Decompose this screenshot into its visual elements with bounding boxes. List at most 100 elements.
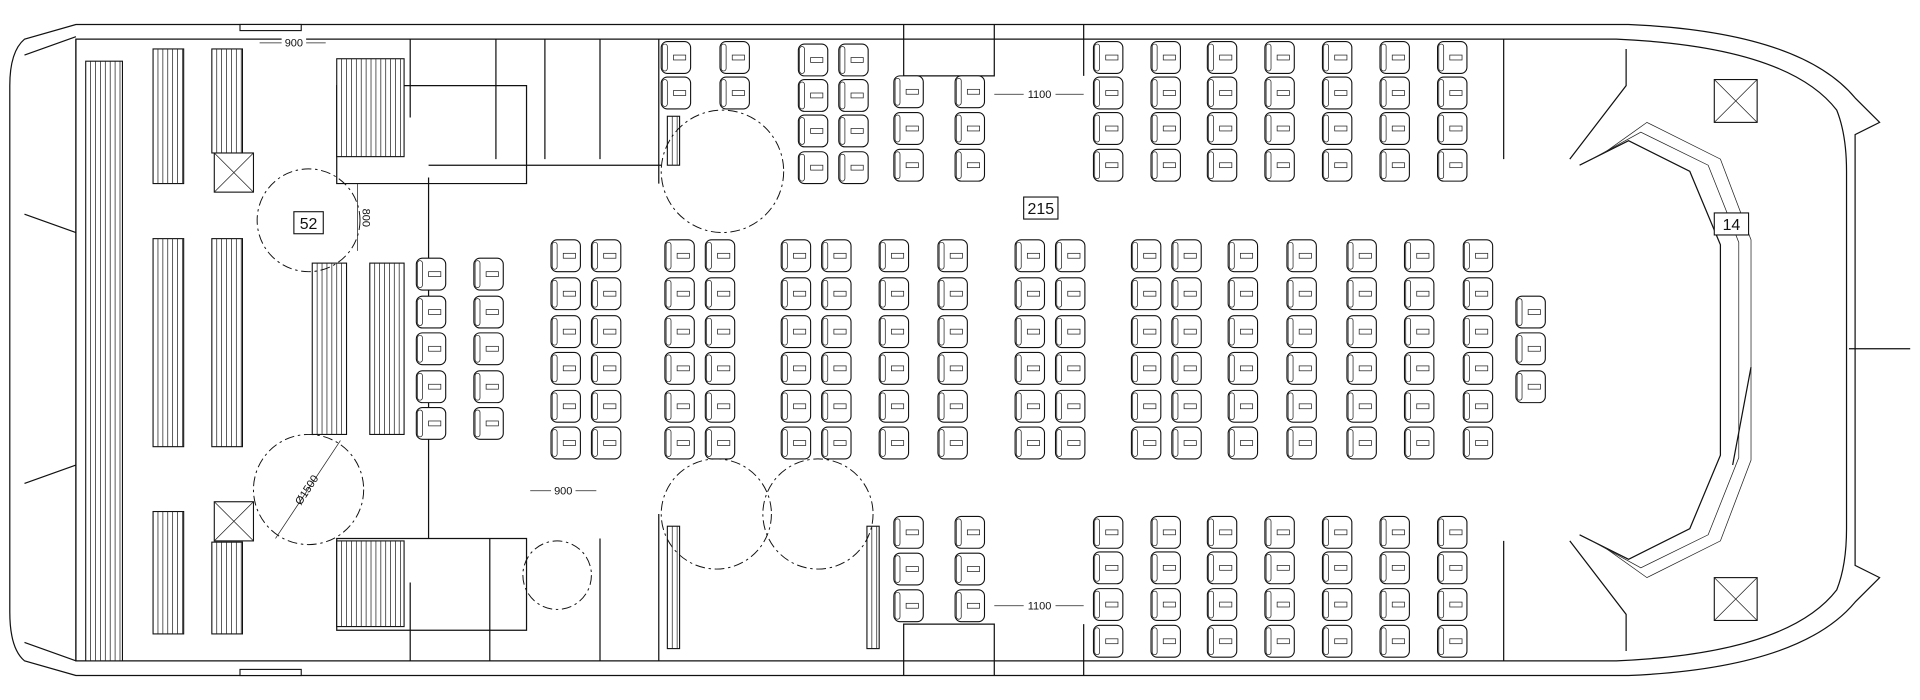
hull-outline [9, 23, 1881, 677]
seat [1462, 277, 1494, 311]
seat [1264, 41, 1295, 74]
seat [415, 332, 447, 366]
zone-14-text: 14 [1723, 217, 1741, 234]
seat [590, 426, 622, 460]
seat [1321, 515, 1353, 549]
seat [1346, 351, 1377, 385]
seat [415, 295, 447, 329]
dimension-lower-door: 900 [530, 482, 597, 497]
bench [311, 262, 348, 435]
bench [369, 262, 405, 435]
seat [1054, 426, 1086, 460]
seat [1462, 315, 1494, 349]
dimension-text: 900 [554, 485, 572, 497]
seat [1403, 389, 1435, 423]
dimension-text: 1100 [1028, 89, 1052, 101]
seat [1403, 239, 1435, 273]
seat [704, 277, 736, 311]
seat [1150, 112, 1181, 145]
seat [704, 426, 736, 460]
seat [1286, 315, 1317, 349]
seat [1346, 239, 1377, 273]
seat [1286, 426, 1317, 460]
seat [838, 151, 869, 185]
walls [213, 24, 1911, 676]
seat [937, 426, 968, 460]
seat [1171, 277, 1202, 311]
seat [1054, 389, 1086, 423]
bench [336, 58, 405, 158]
seat [1379, 112, 1410, 145]
seat [1092, 551, 1124, 585]
seat [1150, 148, 1181, 182]
seat [1014, 426, 1046, 460]
seat [780, 239, 812, 273]
seat [1130, 426, 1162, 460]
seat [660, 41, 692, 74]
seat [1437, 624, 1468, 658]
seat [550, 389, 581, 423]
seat [1264, 588, 1295, 622]
seat [1171, 389, 1202, 423]
seat [704, 351, 736, 385]
seat [954, 112, 986, 145]
seat [473, 257, 504, 291]
bench [211, 238, 243, 448]
bench [152, 510, 185, 635]
seat [1130, 351, 1162, 385]
seat [1462, 351, 1494, 385]
zone-label-52: 52 [293, 211, 324, 235]
seat [473, 370, 504, 404]
seat [1462, 239, 1494, 273]
seat [1171, 239, 1202, 273]
seat [954, 589, 986, 623]
bench [866, 525, 880, 650]
seat [893, 112, 924, 145]
seat [821, 426, 852, 460]
seat [1437, 112, 1468, 145]
seat [1437, 41, 1468, 74]
seat [415, 406, 447, 440]
seat [878, 351, 910, 385]
seat [878, 315, 910, 349]
seat [1171, 426, 1202, 460]
seat [780, 351, 812, 385]
seat [1321, 76, 1353, 110]
seat [719, 76, 750, 110]
bench [211, 541, 243, 635]
seat [1092, 515, 1124, 549]
seat [1346, 426, 1377, 460]
seat [937, 239, 968, 273]
seat [780, 315, 812, 349]
seat [1014, 389, 1046, 423]
seat [937, 389, 968, 423]
seat [1227, 315, 1259, 349]
seat [704, 239, 736, 273]
seat [719, 41, 750, 74]
seat [1206, 76, 1238, 110]
seat [1462, 426, 1494, 460]
seat [821, 351, 852, 385]
seat [1206, 588, 1238, 622]
seat [415, 257, 447, 291]
seat [878, 389, 910, 423]
seat [1054, 315, 1086, 349]
seat [1403, 277, 1435, 311]
seat [664, 389, 695, 423]
seat [1264, 551, 1295, 585]
bench [152, 48, 185, 185]
seat [893, 148, 924, 182]
dimension-bottom-aisle: 1100 [994, 597, 1084, 612]
seat [1150, 588, 1181, 622]
seat [1092, 76, 1124, 110]
seat [1286, 239, 1317, 273]
seat [797, 114, 829, 148]
seat [954, 515, 986, 549]
seat [1014, 277, 1046, 311]
seat [1379, 76, 1410, 110]
seat [1437, 551, 1468, 585]
dimension-text: 900 [285, 38, 303, 50]
dimension-top-left: 900 [259, 35, 326, 50]
seat [1379, 551, 1410, 585]
seat [1346, 389, 1377, 423]
